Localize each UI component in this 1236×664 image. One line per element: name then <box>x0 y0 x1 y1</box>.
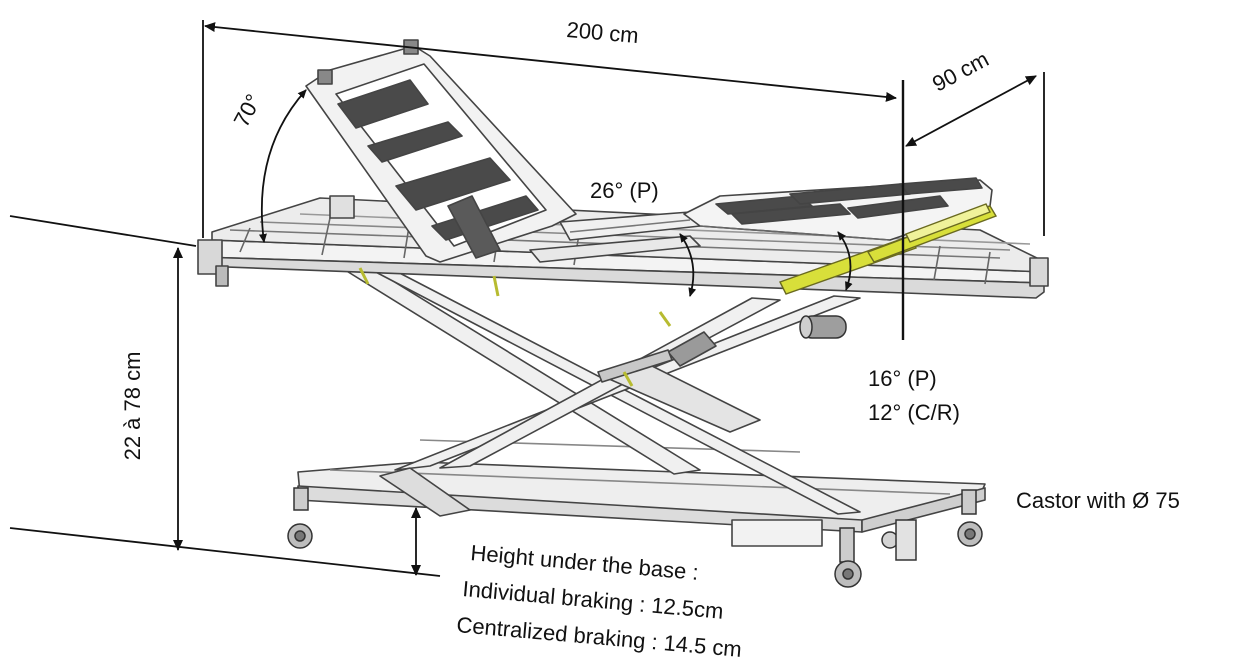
castor-front-right <box>834 527 862 588</box>
dimension-lines <box>9 20 1045 577</box>
castor-label: Castor with Ø 75 <box>1016 488 1180 513</box>
castor-rear-right <box>957 489 983 547</box>
height-extension-top <box>9 215 197 247</box>
width-dimension-arrow <box>905 75 1037 147</box>
backrest-angle-arc <box>259 89 307 243</box>
under-base-title: Height under the base : <box>470 540 700 585</box>
foot-angle-arc <box>837 231 853 291</box>
legrest-section <box>683 177 993 241</box>
length-dimension-arrow <box>204 22 897 102</box>
length-label: 200 cm <box>566 17 640 48</box>
knee-angle-label: 26° (P) <box>590 178 659 203</box>
scissor-lift <box>344 266 861 517</box>
castor-rear-left <box>881 519 917 561</box>
foot-angle-cr-label: 12° (C/R) <box>868 400 960 425</box>
width-label: 90 cm <box>928 46 993 96</box>
dimension-labels: 200 cm 90 cm 70° 26° (P) 16° (P) 12° (C/… <box>120 17 1180 662</box>
foot-angle-p-label: 16° (P) <box>868 366 937 391</box>
height-range-label: 22 à 78 cm <box>120 352 145 461</box>
bed-illustration <box>197 39 1049 588</box>
base-frame <box>297 439 986 547</box>
backrest-angle-label: 70° <box>229 90 267 131</box>
motor-unit <box>358 267 847 387</box>
legrest-angle-arc <box>679 233 697 297</box>
height-extension-bottom <box>9 527 441 577</box>
castor-front-left <box>287 487 313 549</box>
